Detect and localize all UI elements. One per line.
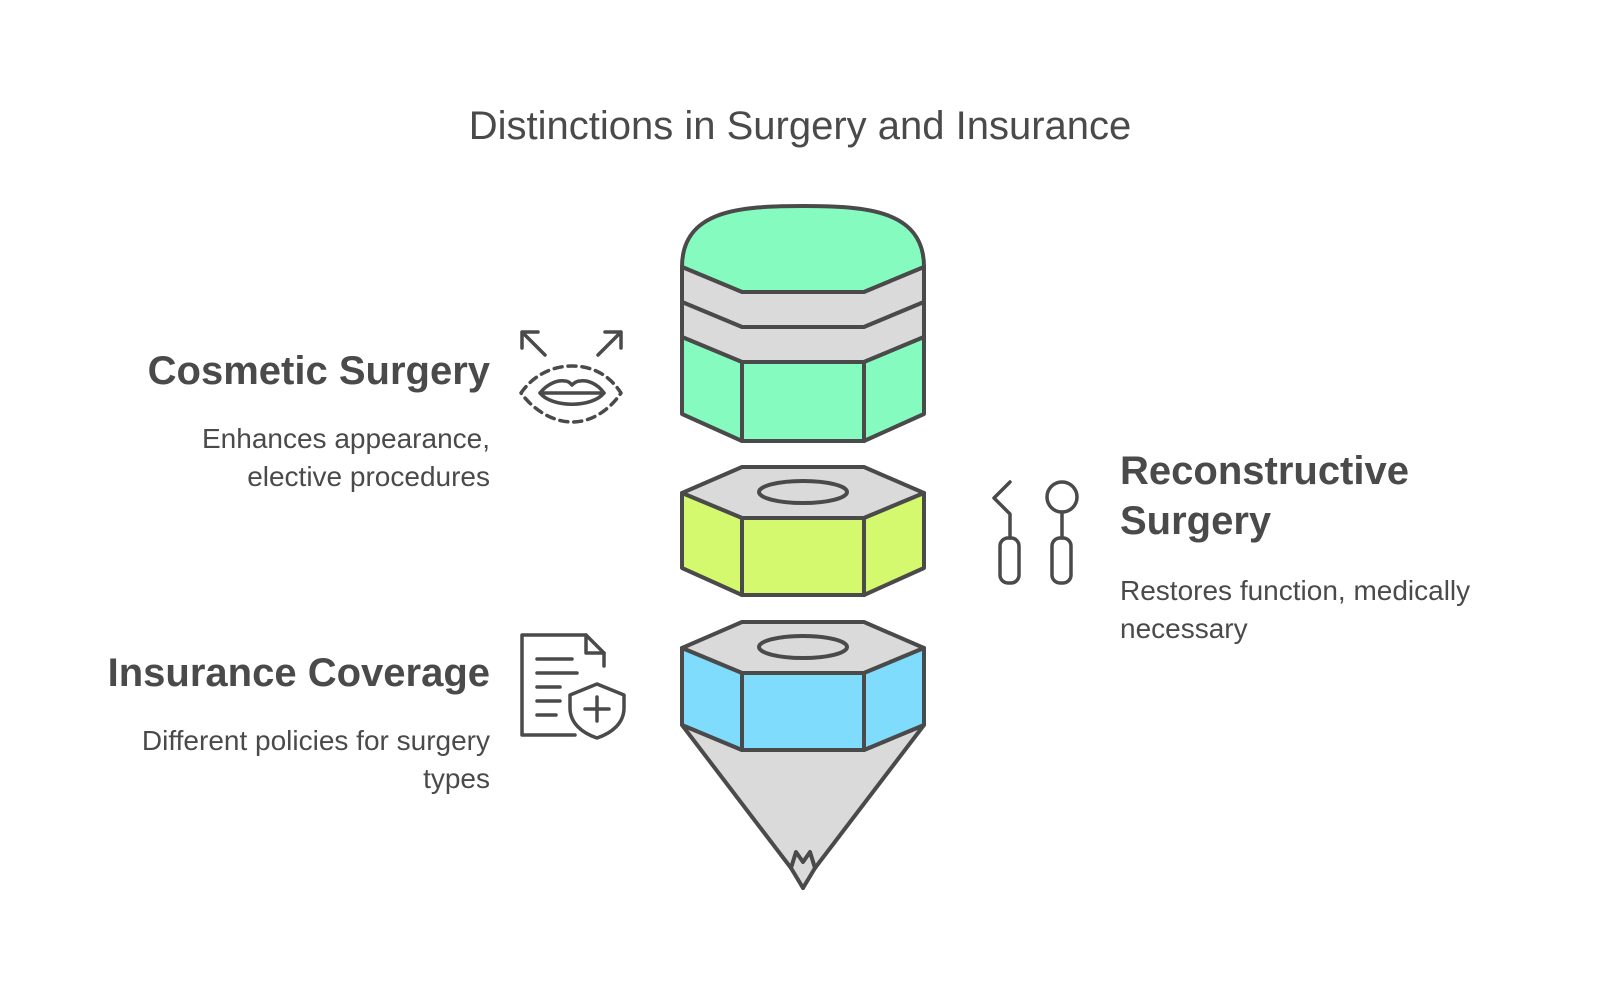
lips-icon <box>519 330 623 424</box>
insurance-coverage-title: Insurance Coverage <box>107 651 490 695</box>
reconstructive-surgery-title: Reconstructive Surgery <box>1120 449 1409 543</box>
probe-handle <box>998 536 1021 585</box>
reconstructive-surgery-description: Restores function, medically necessary <box>1120 575 1471 644</box>
bottom-hole <box>757 634 849 660</box>
document-shield-icon <box>520 633 626 740</box>
dashed-outline <box>519 364 623 424</box>
top-body-front-face <box>740 360 866 443</box>
bottom-right-face <box>862 646 926 752</box>
arrow-up-left <box>520 330 547 357</box>
mirror-handle <box>1050 536 1073 585</box>
document-fold <box>584 633 606 655</box>
middle-front-face <box>740 516 866 597</box>
top-segment-cosmetic <box>680 204 926 443</box>
insurance-coverage-description: Different policies for surgery types <box>141 725 490 794</box>
eraser-cap <box>680 204 926 294</box>
bottom-front-face <box>740 671 866 752</box>
upper-lip <box>538 379 606 395</box>
middle-right-face <box>862 491 926 597</box>
lead-tip <box>789 850 817 890</box>
shield-plus <box>583 695 611 723</box>
diagram-title: Distinctions in Surgery and Insurance <box>468 104 1132 148</box>
cosmetic-surgery-title: Cosmetic Surgery <box>147 349 490 393</box>
lower-lip <box>538 391 606 406</box>
top-body-right-face <box>862 335 926 443</box>
bottom-segment-insurance <box>680 620 926 890</box>
arrow-up-right <box>596 330 623 357</box>
mirror-head <box>1045 480 1079 514</box>
probe-tool <box>992 480 1012 540</box>
document-lines <box>535 657 579 717</box>
cosmetic-surgery-description: Enhances appearance, elective procedures <box>202 423 490 492</box>
middle-hole <box>757 479 849 505</box>
shield <box>568 682 626 740</box>
document-outline <box>520 633 606 737</box>
middle-segment-reconstructive <box>680 465 926 597</box>
dental-tools-icon <box>992 480 1079 585</box>
